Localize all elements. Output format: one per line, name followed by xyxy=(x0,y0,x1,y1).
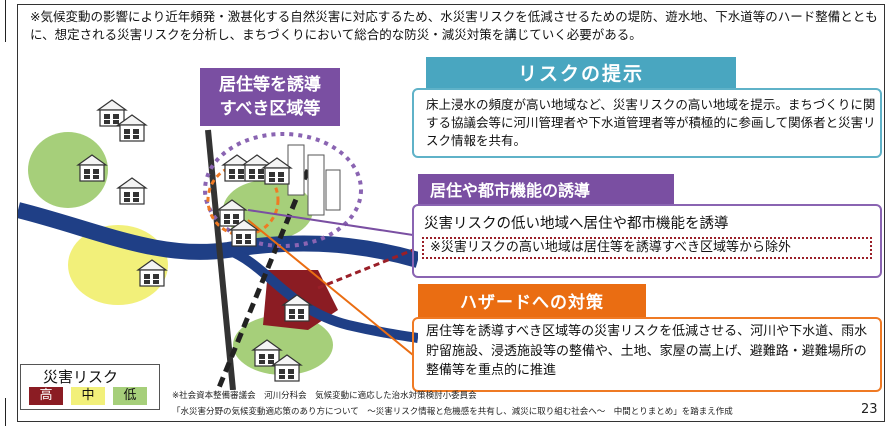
legend-title: 災害リスク xyxy=(43,368,119,386)
risk-presentation-text: 床上浸水の頻度が高い地域など、災害リスクの高い地域を提示。まちづくりに関する協議… xyxy=(426,97,876,148)
city-map-illustration xyxy=(18,99,418,390)
intro-text: ※気候変動の影響により近年頻発・激甚化する自然災害に対応するため、水災害リスクを… xyxy=(30,9,878,42)
guided-area-label: 居住等を誘導 すべき区域等 xyxy=(200,68,340,126)
exclusion-note-frame xyxy=(422,237,872,259)
railway-icon xyxy=(205,129,236,390)
hazard-measures-header: ハザードへの対策 xyxy=(418,284,646,317)
legend-high: 高 xyxy=(29,387,63,405)
guided-area-label-line2: すべき区域等 xyxy=(219,99,321,119)
footnote-document: 「水災害分野の気候変動適応策のあり方について ～災害リスク情報と危機感を共有し、… xyxy=(172,407,733,417)
residential-guidance-header: 居住や都市機能の誘導 xyxy=(418,174,674,204)
residential-guidance-box xyxy=(412,204,882,278)
guided-area-label-line1: 居住等を誘導 xyxy=(219,75,321,95)
residential-guidance-text: 災害リスクの低い地域へ居住や都市機能を誘導 xyxy=(424,216,729,232)
river-icon xyxy=(226,245,418,343)
legend-low: 低 xyxy=(113,387,147,405)
house-icon xyxy=(117,177,147,205)
railway-icon xyxy=(215,169,311,390)
page-number: 23 xyxy=(861,402,878,417)
footnote-source: ※社会資本整備審議会 河川分科会 気候変動に適応した治水対策検討小委員会 xyxy=(172,391,477,401)
guided-area-boundary xyxy=(203,132,363,248)
risk-legend: 災害リスク 高 中 低 xyxy=(20,364,160,410)
low-risk-area xyxy=(28,132,108,208)
risk-presentation-box xyxy=(412,88,882,158)
arrow-to-hazard xyxy=(247,219,414,356)
arrow-to-guide xyxy=(247,209,414,236)
arrow-exclusion xyxy=(317,248,414,290)
exclusion-note-text: ※災害リスクの高い地域は居住等を誘導すべき区域等から除外 xyxy=(430,240,791,255)
legend-mid: 中 xyxy=(71,387,105,405)
risk-presentation-header: リスクの提示 xyxy=(426,57,736,88)
left-edge-line xyxy=(5,0,6,42)
hazard-measures-text: 居住等を誘導すべき区域等の災害リスクを低減させる、河川や下水道、雨水貯留施設、浸… xyxy=(426,324,868,378)
left-edge-line-bottom xyxy=(5,398,6,426)
river-icon xyxy=(18,202,418,268)
hazard-measures-box xyxy=(412,317,882,392)
